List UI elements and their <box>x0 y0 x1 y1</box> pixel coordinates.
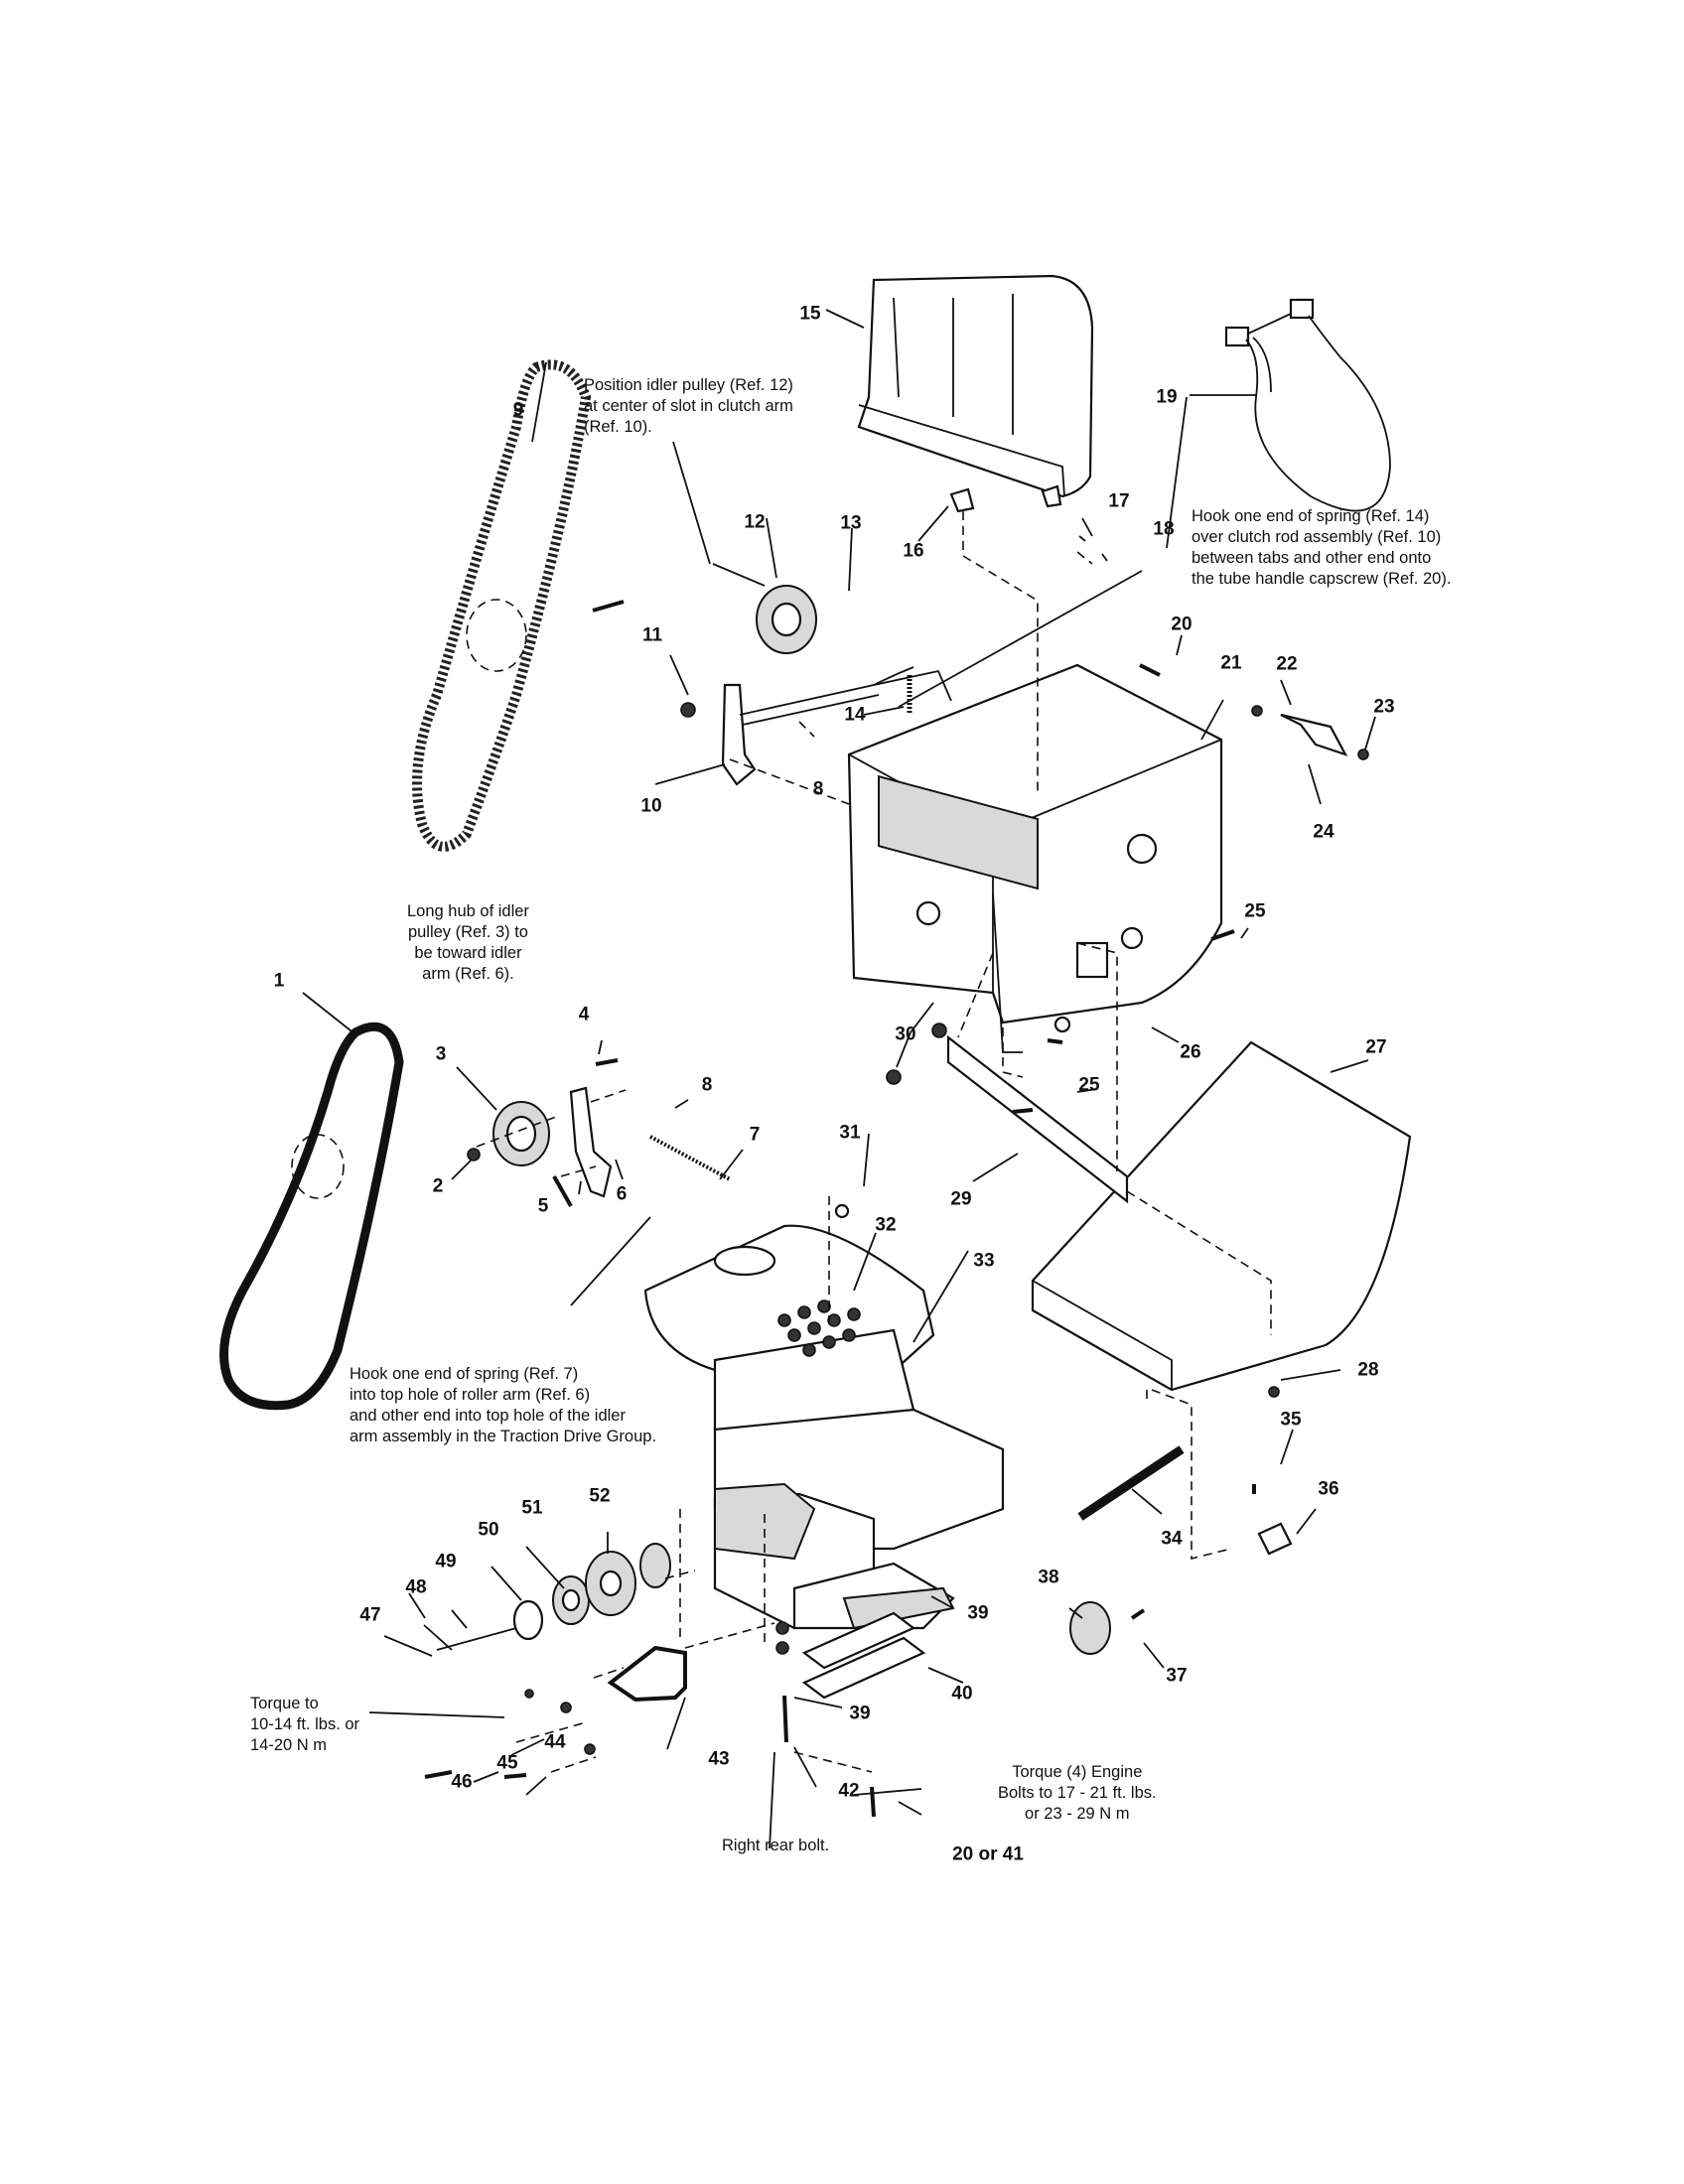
leader-lines <box>302 309 1376 1849</box>
callout-11: 11 <box>641 624 663 646</box>
bracket-bar-part <box>946 1034 1129 1204</box>
callout-18: 18 <box>1153 518 1175 540</box>
callout-37: 37 <box>1166 1665 1188 1687</box>
callout-1: 1 <box>273 970 285 992</box>
note-torque-pulley: Torque to 10-14 ft. lbs. or 14-20 N m <box>250 1695 360 1754</box>
callout-28: 28 <box>1357 1359 1379 1381</box>
callout-20: 20 <box>1171 614 1193 635</box>
shaft-part <box>1077 1445 1185 1521</box>
callout-17: 17 <box>1108 490 1130 512</box>
callout-43: 43 <box>708 1748 730 1770</box>
callout-31: 31 <box>839 1122 861 1144</box>
callout-44: 44 <box>544 1731 566 1753</box>
callout-50: 50 <box>478 1519 499 1541</box>
callout-40: 40 <box>951 1683 973 1705</box>
callout-36: 36 <box>1318 1478 1339 1500</box>
callout-38: 38 <box>1038 1567 1059 1588</box>
callout-8-upper: 8 <box>812 778 824 800</box>
wire-harness-part <box>1224 298 1391 512</box>
engine-part <box>643 1224 1005 1630</box>
callout-27: 27 <box>1365 1036 1387 1058</box>
spring-7 <box>649 1135 731 1181</box>
callout-47: 47 <box>359 1604 381 1626</box>
callout-51: 51 <box>521 1497 543 1519</box>
callout-29: 29 <box>950 1188 972 1210</box>
callout-8-lower: 8 <box>701 1074 713 1096</box>
callout-4: 4 <box>578 1004 590 1025</box>
engine-pulley-stack <box>436 1543 671 1651</box>
idler-pulley-3 <box>492 1101 550 1166</box>
note-idler-pulley-position: Position idler pulley (Ref. 12) at cente… <box>584 376 793 436</box>
callout-24: 24 <box>1313 821 1334 843</box>
callout-21: 21 <box>1220 652 1242 674</box>
callout-6: 6 <box>616 1183 628 1205</box>
belt-cover-part <box>857 274 1094 498</box>
callout-45: 45 <box>496 1752 518 1774</box>
toothed-belt-part <box>412 359 592 852</box>
callout-14: 14 <box>844 704 866 726</box>
chute-wheel-part <box>1069 1601 1111 1655</box>
callout-52: 52 <box>589 1485 611 1507</box>
callout-32: 32 <box>875 1214 897 1236</box>
callout-13: 13 <box>840 512 862 534</box>
callout-12: 12 <box>744 511 766 533</box>
note-torque-engine: Torque (4) Engine Bolts to 17 - 21 ft. l… <box>998 1763 1157 1823</box>
callout-2: 2 <box>432 1175 444 1197</box>
assembly-lines <box>476 511 1272 1773</box>
callout-34: 34 <box>1161 1528 1183 1550</box>
idler-arm-part <box>569 1086 613 1198</box>
mount-plate-part <box>801 1611 926 1700</box>
callout-25-upper: 25 <box>1244 900 1266 922</box>
callout-3: 3 <box>435 1043 447 1065</box>
note-spring-14: Hook one end of spring (Ref. 14) over cl… <box>1192 507 1452 588</box>
callout-49: 49 <box>435 1551 457 1572</box>
hardware-parts <box>424 484 1369 1818</box>
callout-15: 15 <box>799 303 821 325</box>
frame-part <box>847 663 1223 1053</box>
callout-22: 22 <box>1276 653 1298 675</box>
callout-39-upper: 39 <box>967 1602 989 1624</box>
callout-33: 33 <box>973 1250 995 1272</box>
callout-7: 7 <box>749 1124 761 1146</box>
note-right-rear-bolt: Right rear bolt. <box>722 1837 830 1854</box>
callout-9: 9 <box>512 399 524 421</box>
callout-20-or-41: 20 or 41 <box>952 1843 1024 1865</box>
callout-35: 35 <box>1280 1409 1302 1431</box>
callout-42: 42 <box>838 1780 860 1802</box>
note-long-hub: Long hub of idler pulley (Ref. 3) to be … <box>407 902 529 983</box>
callout-39-lower: 39 <box>849 1703 871 1724</box>
callout-30: 30 <box>895 1024 916 1045</box>
guard-bracket-part <box>607 1645 687 1703</box>
v-belt-part <box>219 1022 404 1411</box>
callout-19: 19 <box>1156 386 1178 408</box>
air-filter-holes <box>777 1299 861 1357</box>
callout-10: 10 <box>640 795 662 817</box>
callout-23: 23 <box>1373 696 1395 718</box>
note-spring-7: Hook one end of spring (Ref. 7) into top… <box>350 1365 657 1445</box>
callout-16: 16 <box>903 540 924 562</box>
callout-26: 26 <box>1180 1041 1201 1063</box>
idler-pulley-12 <box>756 585 817 654</box>
callout-25-lower: 25 <box>1078 1074 1100 1096</box>
bracket-24-part <box>1280 713 1348 756</box>
callout-5: 5 <box>537 1195 549 1217</box>
callout-48: 48 <box>405 1576 427 1598</box>
callout-46: 46 <box>451 1771 473 1793</box>
cover-plate-part <box>1031 1040 1412 1392</box>
